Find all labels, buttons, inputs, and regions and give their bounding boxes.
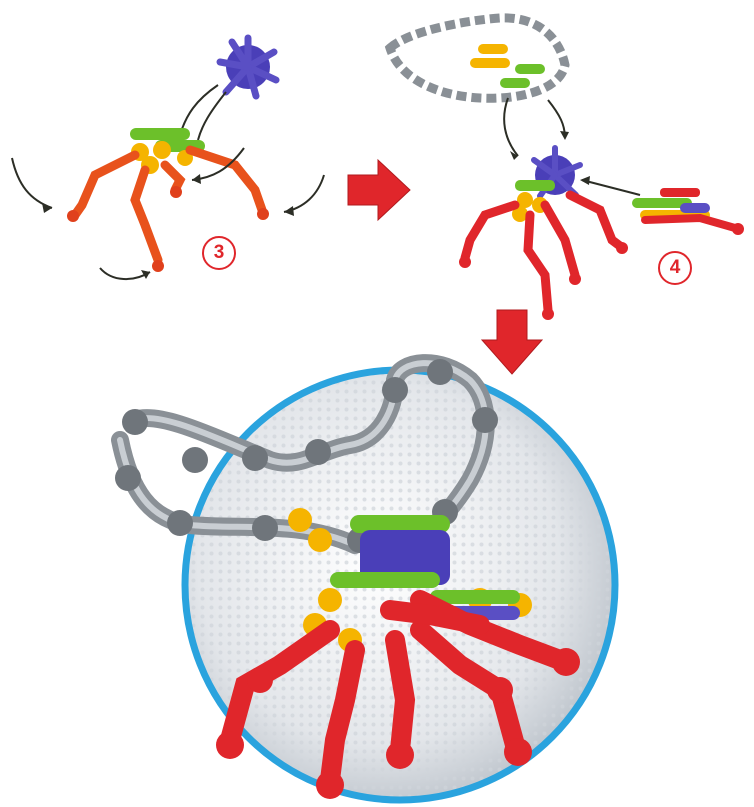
step-4-assembly — [390, 18, 744, 320]
final-spider-model — [115, 359, 615, 800]
step-3-legs — [75, 150, 262, 260]
step-3-badge: 3 — [202, 236, 236, 270]
arrow-right-icon — [348, 160, 410, 220]
silver-loop-piece — [390, 18, 565, 98]
arrow-down-icon — [482, 310, 542, 374]
purple-hub-piece — [220, 38, 276, 96]
side-leg-piece — [632, 188, 744, 235]
step-3-assembly — [12, 38, 324, 279]
step-4-badge: 4 — [658, 251, 692, 285]
